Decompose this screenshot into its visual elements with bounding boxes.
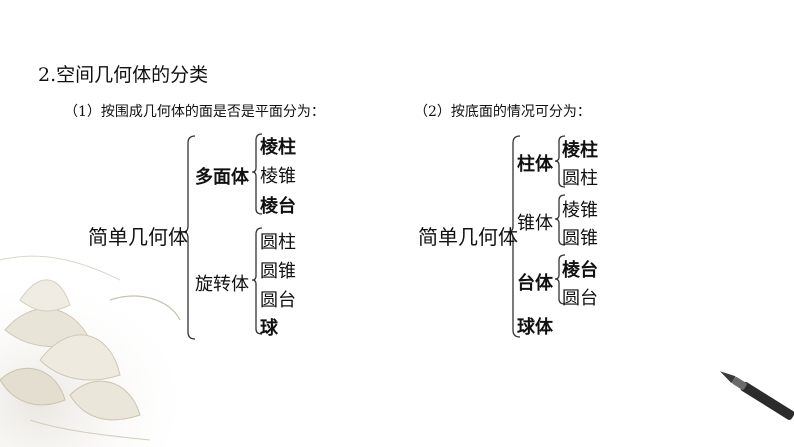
left-polyhedron-brace	[251, 133, 263, 215]
left-item-cylinder: 圆柱	[260, 232, 296, 253]
right-group-frustum: 台体	[517, 273, 553, 294]
left-root-label: 简单几何体	[88, 225, 188, 249]
section-title: 2.空间几何体的分类	[38, 64, 209, 86]
left-item-truncated-cone: 圆台	[260, 290, 296, 311]
left-item-prism: 棱柱	[260, 137, 296, 158]
left-item-sphere: 球	[260, 318, 278, 339]
right-cone-brace	[554, 194, 566, 246]
right-item-prism: 棱柱	[562, 140, 598, 161]
right-root-label: 简单几何体	[418, 225, 518, 249]
right-item-cone: 圆锥	[562, 228, 598, 249]
right-root-brace	[507, 135, 521, 338]
left-root-brace	[182, 135, 196, 340]
right-item-pyramid: 棱锥	[562, 200, 598, 221]
right-frustum-brace	[554, 254, 566, 305]
right-group-cone: 锥体	[517, 213, 553, 234]
right-group-sphere: 球体	[517, 317, 553, 338]
left-group-revolution: 旋转体	[195, 274, 249, 295]
left-item-frustum: 棱台	[260, 196, 296, 217]
right-item-frustum: 棱台	[562, 260, 598, 281]
right-group-prism: 柱体	[517, 154, 553, 175]
left-item-cone: 圆锥	[260, 261, 296, 282]
left-subtitle: （1）按围成几何体的面是否是平面分为：	[64, 104, 325, 120]
right-subtitle: （2）按底面的情况可分为：	[414, 104, 591, 120]
right-prism-brace	[554, 135, 566, 188]
left-group-polyhedron: 多面体	[195, 167, 249, 188]
left-item-pyramid: 棱锥	[260, 166, 296, 187]
right-item-truncated-cone: 圆台	[562, 288, 598, 309]
left-revolution-brace	[251, 227, 263, 335]
right-item-cylinder: 圆柱	[562, 168, 598, 189]
